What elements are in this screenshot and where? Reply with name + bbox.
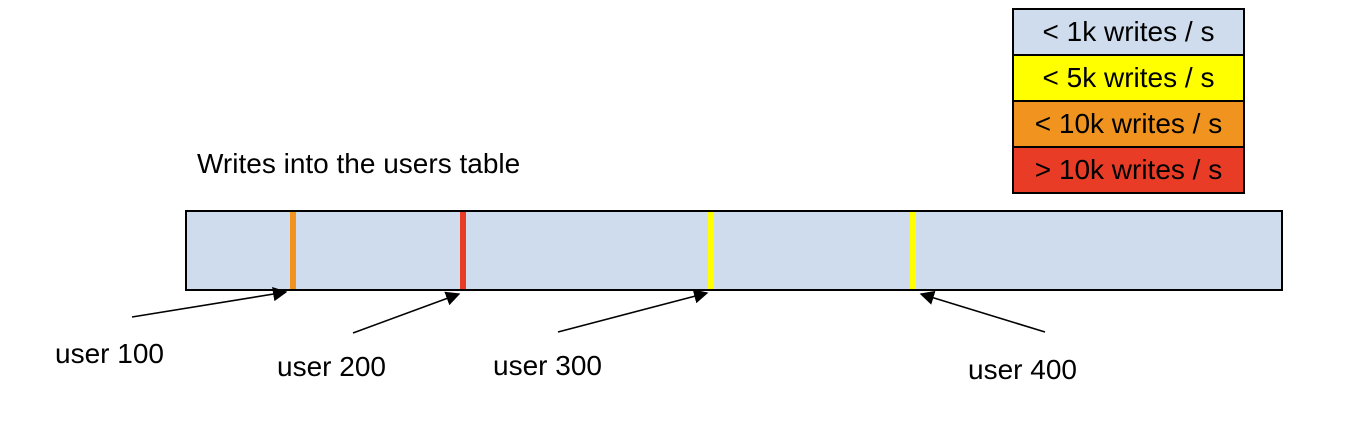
legend-label-lt-5k: < 5k writes / s [1042,62,1215,93]
legend-row-lt-1k: < 1k writes / s [1012,8,1245,56]
user-label-200: user 200 [277,351,386,382]
users-table-bar [185,210,1283,291]
write-hotspot-stripe-user-300 [708,212,715,289]
diagram-title: Writes into the users table [197,148,521,179]
user-label-400: user 400 [968,354,1077,385]
arrow-user-400 [919,290,1046,333]
write-rate-legend: < 1k writes / s < 5k writes / s < 10k wr… [1012,8,1245,194]
write-hotspot-stripe-user-400 [910,212,917,289]
user-label-300: user 300 [493,350,602,381]
legend-label-lt-10k: < 10k writes / s [1034,108,1223,139]
legend-label-lt-1k: < 1k writes / s [1042,16,1215,47]
arrow-user-100 [131,286,288,318]
write-hotspot-stripe-user-200 [459,212,466,289]
legend-row-lt-5k: < 5k writes / s [1012,54,1245,102]
legend-row-gt-10k: > 10k writes / s [1012,146,1245,194]
arrow-user-300 [557,289,709,333]
legend-label-gt-10k: > 10k writes / s [1034,154,1223,185]
arrow-user-200 [352,291,461,334]
user-label-100: user 100 [55,338,164,369]
write-hotspot-stripe-user-100 [290,212,297,289]
legend-row-lt-10k: < 10k writes / s [1012,100,1245,148]
